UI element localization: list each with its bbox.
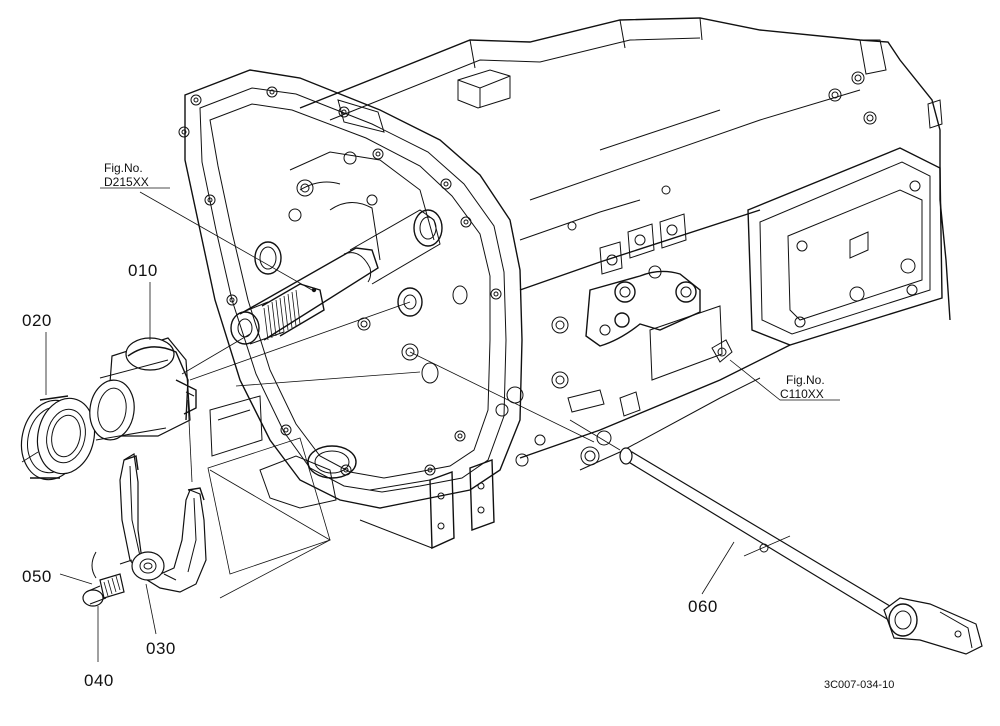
part-number-040: 040 — [84, 671, 114, 690]
release-shaft — [619, 447, 983, 655]
part-number-030: 030 — [146, 639, 176, 658]
part-number-060: 060 — [688, 597, 718, 616]
drawing-code: 3C007-034-10 — [824, 679, 894, 691]
part-number-010: 010 — [128, 261, 158, 280]
transmission-housing — [299, 17, 951, 550]
part-number-020: 020 — [22, 311, 52, 330]
fig-ref-d215xx-line1: Fig.No. — [104, 161, 143, 175]
input-shaft — [230, 209, 443, 345]
bolt-and-washer — [82, 551, 125, 607]
leader-lines — [21, 187, 840, 662]
release-fork — [119, 453, 207, 593]
fig-ref-c110xx-line1: Fig.No. — [786, 373, 825, 387]
fig-ref-c110xx-line2: C110XX — [780, 387, 824, 401]
part-labels: 010 020 030 040 050 060 — [22, 261, 718, 690]
figure-references: Fig.No. D215XX Fig.No. C110XX — [104, 161, 825, 401]
release-bearing — [20, 395, 96, 481]
release-hub — [89, 337, 197, 441]
fig-ref-d215xx-line2: D215XX — [104, 175, 149, 189]
part-number-050: 050 — [22, 567, 52, 586]
